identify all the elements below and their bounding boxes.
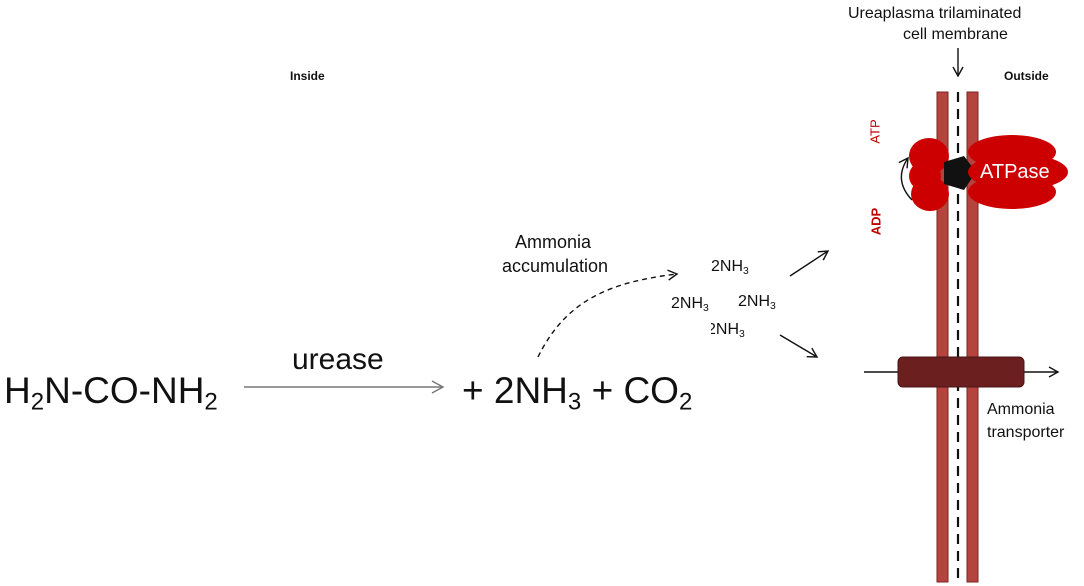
atpase-core: [944, 156, 976, 190]
ammonia-cluster-item: 2NH3: [707, 321, 745, 340]
atp-label: ATP: [867, 119, 883, 144]
accumulation-label-line1: Ammonia: [515, 232, 592, 252]
membrane-label-line2: cell membrane: [903, 26, 1008, 43]
membrane-inner-layer: [936, 91, 949, 583]
membrane-label-line1: Ureaplasma trilaminated: [848, 5, 1022, 22]
ammonia-cluster-item: 2NH3: [671, 295, 709, 314]
products-formula: + 2NH3 + CO2: [462, 370, 693, 416]
ammonia-cluster-item: 2NH3: [738, 293, 776, 312]
adp-label: ADP: [868, 207, 884, 236]
transporter-label-line1: Ammonia: [987, 401, 1055, 418]
outside-label: Outside: [1004, 69, 1049, 83]
transporter-label-line2: transporter: [987, 424, 1065, 441]
arrow-to-atpase: [789, 250, 830, 277]
accumulation-dashed-arrow: [537, 269, 679, 358]
atpase-complex: [909, 135, 1068, 211]
urease-label: urease: [292, 343, 384, 376]
inside-label: Inside: [290, 69, 325, 83]
arrow-to-transporter: [779, 334, 819, 358]
ammonia-transporter: [897, 356, 1025, 388]
atpase-inner-lobe-bottom: [911, 177, 949, 211]
membrane-outer-layer: [966, 91, 979, 583]
adp-to-atp-arrow: [898, 156, 913, 201]
ammonia-cluster-item: 2NH3: [711, 258, 749, 277]
urea-formula: H2N-CO-NH2: [4, 370, 218, 416]
atpase-outer-lobe-bottom: [968, 175, 1056, 209]
accumulation-label-line2: accumulation: [502, 256, 609, 276]
atpase-label: ATPase: [980, 161, 1050, 183]
